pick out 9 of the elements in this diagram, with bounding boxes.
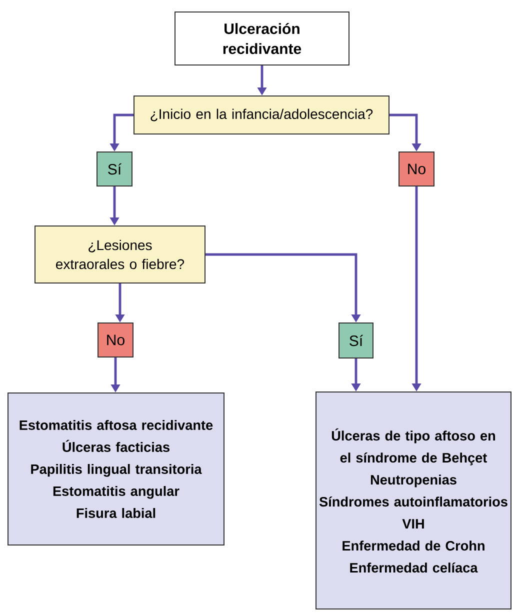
result-box: Estomatitis aftosa recidivante Úlceras facticias Papilitis lingual transitoria Estomatitis angular Fisura labial bbox=[8, 392, 224, 546]
answer-box: Sí bbox=[96, 152, 132, 186]
answer-box: Sí bbox=[338, 322, 374, 358]
answer-box: No bbox=[398, 152, 434, 186]
decision-box: ¿Inicio en la infancia/adolescencia? bbox=[134, 96, 390, 134]
decision-box: ¿Lesiones extraorales o fiebre? bbox=[34, 226, 206, 284]
result-box: Úlceras de tipo aftoso en el síndrome de Behçet Neutropenias Síndromes autoinflamatorios VIH Enfermedad de Crohn Enfermedad celíaca bbox=[316, 392, 512, 610]
process-box: Ulceración recidivante bbox=[174, 12, 350, 66]
answer-box: No bbox=[98, 322, 134, 358]
